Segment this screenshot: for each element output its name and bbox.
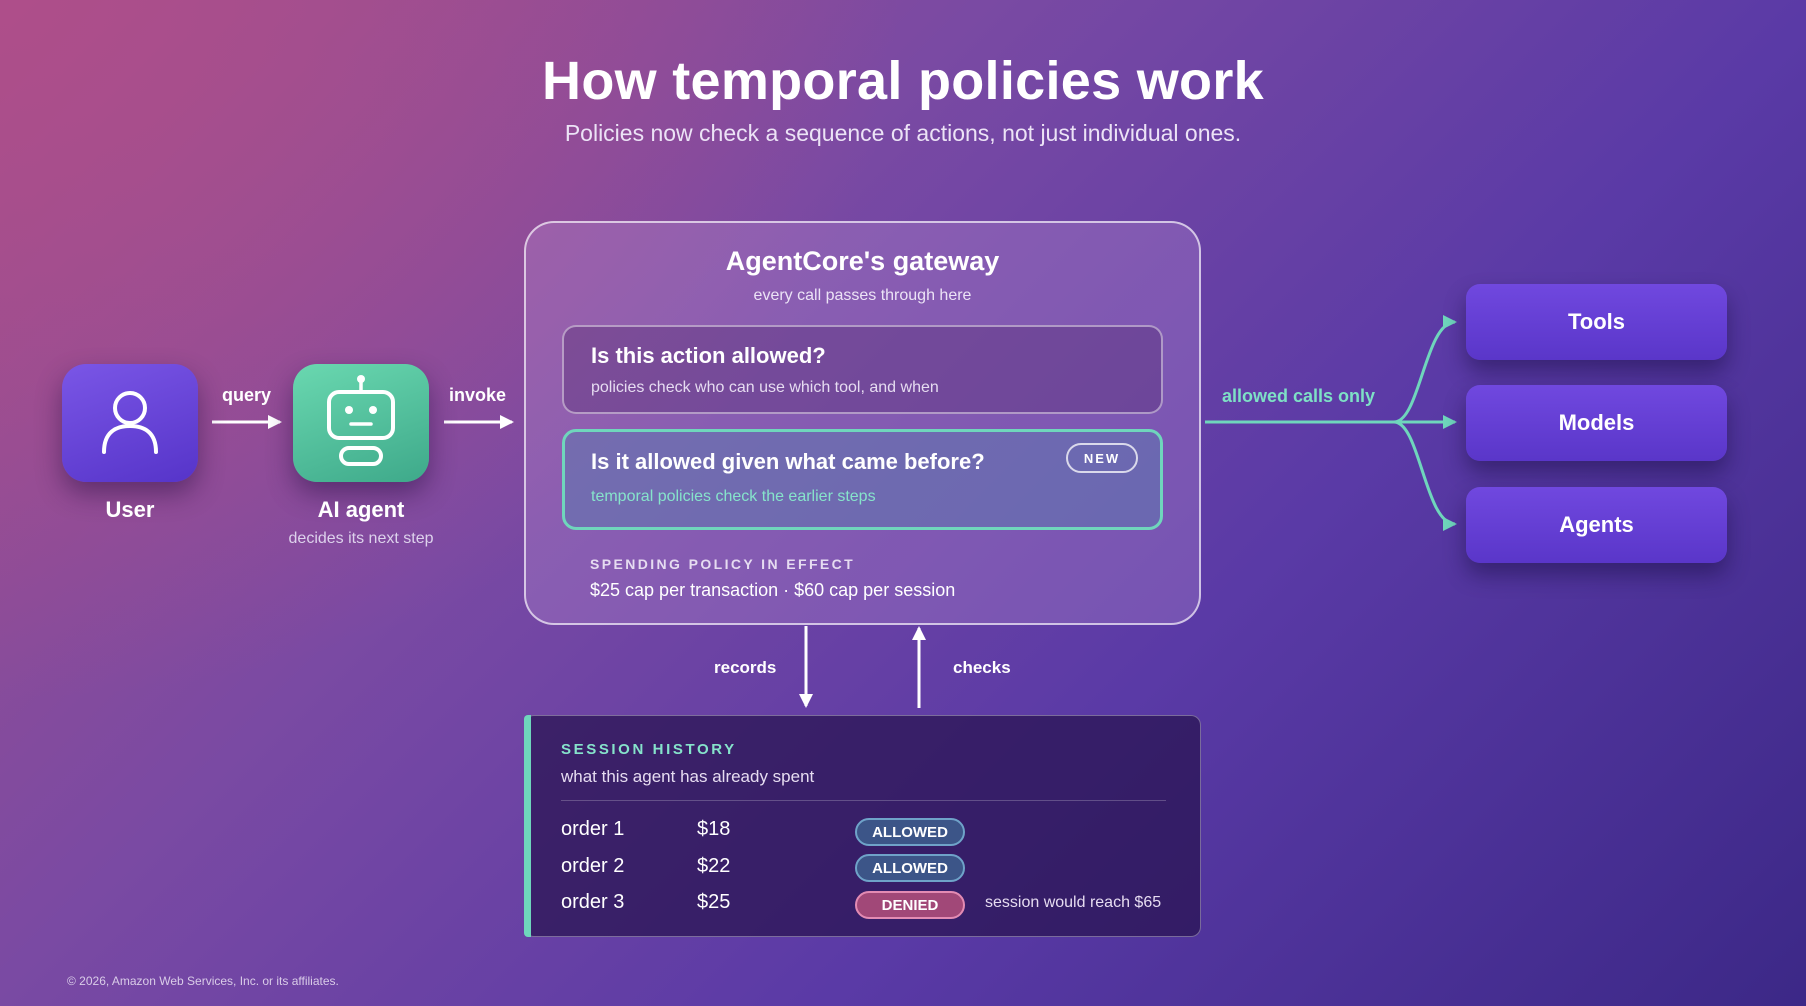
page-title: How temporal policies work <box>542 51 1264 111</box>
invoke-label: invoke <box>449 385 507 405</box>
copyright-text: © 2026, Amazon Web Services, Inc. or its… <box>67 974 339 988</box>
gateway-panel <box>524 221 1201 625</box>
user-node <box>62 364 198 482</box>
user-icon <box>98 386 162 461</box>
robot-icon <box>323 372 399 475</box>
ai-agent-node <box>293 364 429 482</box>
new-badge: NEW <box>1066 443 1138 473</box>
history-row-order: order 3 <box>561 891 625 913</box>
session-history-accent <box>524 715 531 937</box>
destination-tools: Tools <box>1466 284 1727 360</box>
status-badge-denied: DENIED <box>855 891 965 919</box>
history-row-order: order 2 <box>561 855 625 877</box>
gateway-title: AgentCore's gateway <box>725 246 1000 276</box>
session-history-heading: SESSION HISTORY <box>561 741 737 758</box>
history-row-note: session would reach $65 <box>985 894 1162 911</box>
user-label: User <box>105 497 155 522</box>
checks-label: checks <box>953 658 1011 677</box>
history-row-amount: $22 <box>697 855 731 877</box>
action-check-description: policies check who can use which tool, a… <box>591 379 939 396</box>
allowed-calls-label: allowed calls only <box>1222 386 1376 406</box>
ai-agent-sublabel: decides its next step <box>288 530 434 547</box>
ai-agent-label: AI agent <box>317 497 405 522</box>
action-check-card: Is this action allowed? policies check w… <box>562 325 1163 414</box>
spending-policy-text: $25 cap per transaction · $60 cap per se… <box>590 580 956 600</box>
spending-policy-heading: SPENDING POLICY IN EFFECT <box>590 556 856 572</box>
action-check-title: Is this action allowed? <box>591 343 826 368</box>
gateway-subtitle: every call passes through here <box>753 287 972 304</box>
status-badge-allowed: ALLOWED <box>855 854 965 882</box>
destination-models: Models <box>1466 385 1727 461</box>
query-label: query <box>222 385 272 405</box>
session-history-divider <box>561 800 1166 801</box>
session-history-subtitle: what this agent has already spent <box>561 767 815 786</box>
records-label: records <box>714 658 777 677</box>
history-row-amount: $25 <box>697 891 731 913</box>
allowed-calls-fanout <box>1205 315 1457 531</box>
history-row-order: order 1 <box>561 818 625 840</box>
history-row-amount: $18 <box>697 818 731 840</box>
temporal-check-description: temporal policies check the earlier step… <box>591 488 876 505</box>
page-subtitle: Policies now check a sequence of actions… <box>564 120 1242 146</box>
temporal-check-title: Is it allowed given what came before? <box>591 449 985 474</box>
temporal-check-card: Is it allowed given what came before? te… <box>562 429 1163 530</box>
destination-agents: Agents <box>1466 487 1727 563</box>
status-badge-allowed: ALLOWED <box>855 818 965 846</box>
